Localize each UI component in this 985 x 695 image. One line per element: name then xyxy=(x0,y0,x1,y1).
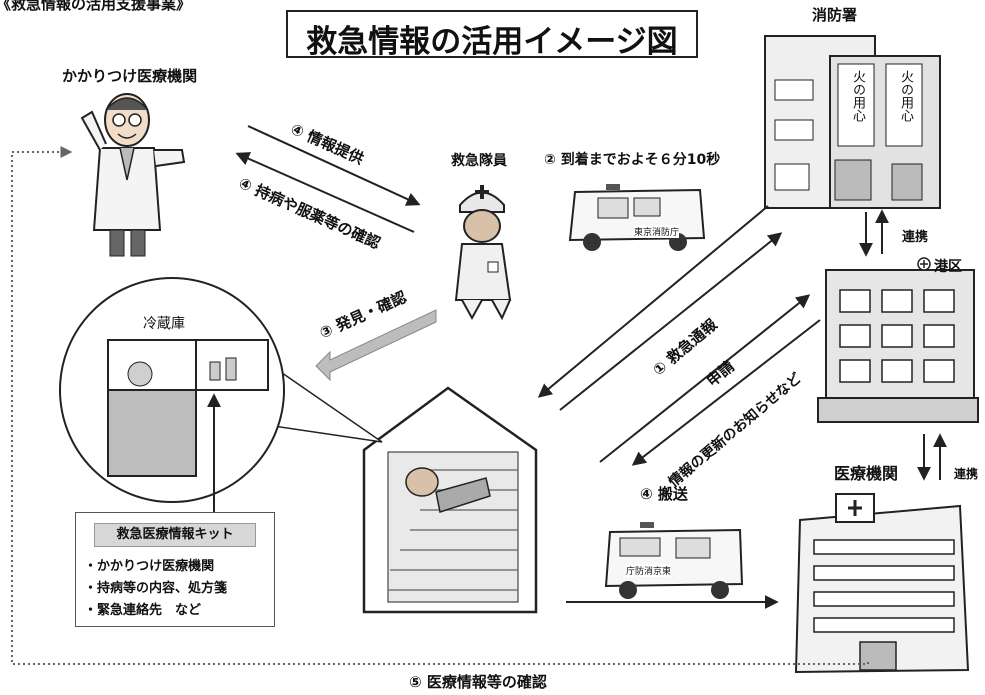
kit-title: 救急医療情報キット xyxy=(94,523,256,547)
label-hospital: 医療機関 xyxy=(834,464,899,483)
arrow-confirm-illness xyxy=(235,152,415,233)
emergency-kit-box: 救急医療情報キット ・かかりつけ医療機関 ・持病等の内容、処方箋 ・緊急連絡先 … xyxy=(75,512,275,627)
kit-item: ・緊急連絡先 など xyxy=(84,603,202,618)
page-title: 救急情報の活用イメージ図 xyxy=(306,24,678,60)
label-fridge: 冷蔵庫 xyxy=(143,316,185,332)
ambulance-bottom xyxy=(604,522,744,599)
header-tag: 《救急情報の活用支援事業》 xyxy=(0,0,192,13)
arrow-emergency-call xyxy=(559,232,783,411)
arrow-apply xyxy=(599,294,811,463)
label-fire-station: 消防署 xyxy=(812,6,858,24)
label-paramedic: 救急隊員 xyxy=(451,153,507,169)
arrow-fire-to-house xyxy=(537,205,769,398)
arrows xyxy=(207,125,947,609)
ambulance-bottom-label: 庁防消京東 xyxy=(626,564,672,577)
kit-item: ・かかりつけ医療機関 xyxy=(84,559,215,574)
ward-office-building xyxy=(817,257,979,423)
house xyxy=(362,386,538,614)
arrow-discover xyxy=(315,309,437,382)
arrow-info-provide xyxy=(247,125,421,206)
ambulance-top-label: 東京消防庁 xyxy=(634,225,680,238)
dotted-return-loop xyxy=(11,146,869,665)
title-box: 救急情報の活用イメージ図 xyxy=(286,10,698,60)
label-arrival: ② 到着までおよそ６分10秒 xyxy=(544,152,721,168)
sign-right: 火の用心 xyxy=(898,70,913,122)
label-doctor: かかりつけ医療機関 xyxy=(62,67,198,85)
paramedic-figure xyxy=(454,185,512,321)
arrow-update-notice xyxy=(631,319,821,466)
fire-station xyxy=(764,35,941,209)
doctor-figure xyxy=(80,93,186,257)
fridge-zoom xyxy=(59,277,383,503)
label-cooperation-2: 連携 xyxy=(954,467,979,481)
label-cooperation-1: 連携 xyxy=(902,230,929,245)
hospital-building xyxy=(794,493,970,674)
kit-item: ・持病等の内容、処方箋 xyxy=(84,581,228,596)
ambulance-top xyxy=(568,184,706,251)
label-ward: 港区 xyxy=(934,259,962,275)
sign-left: 火の用心 xyxy=(850,70,865,122)
label-medical-confirm: ⑤ 医療情報等の確認 xyxy=(409,673,547,691)
label-transport: ④ 搬送 xyxy=(640,485,688,503)
